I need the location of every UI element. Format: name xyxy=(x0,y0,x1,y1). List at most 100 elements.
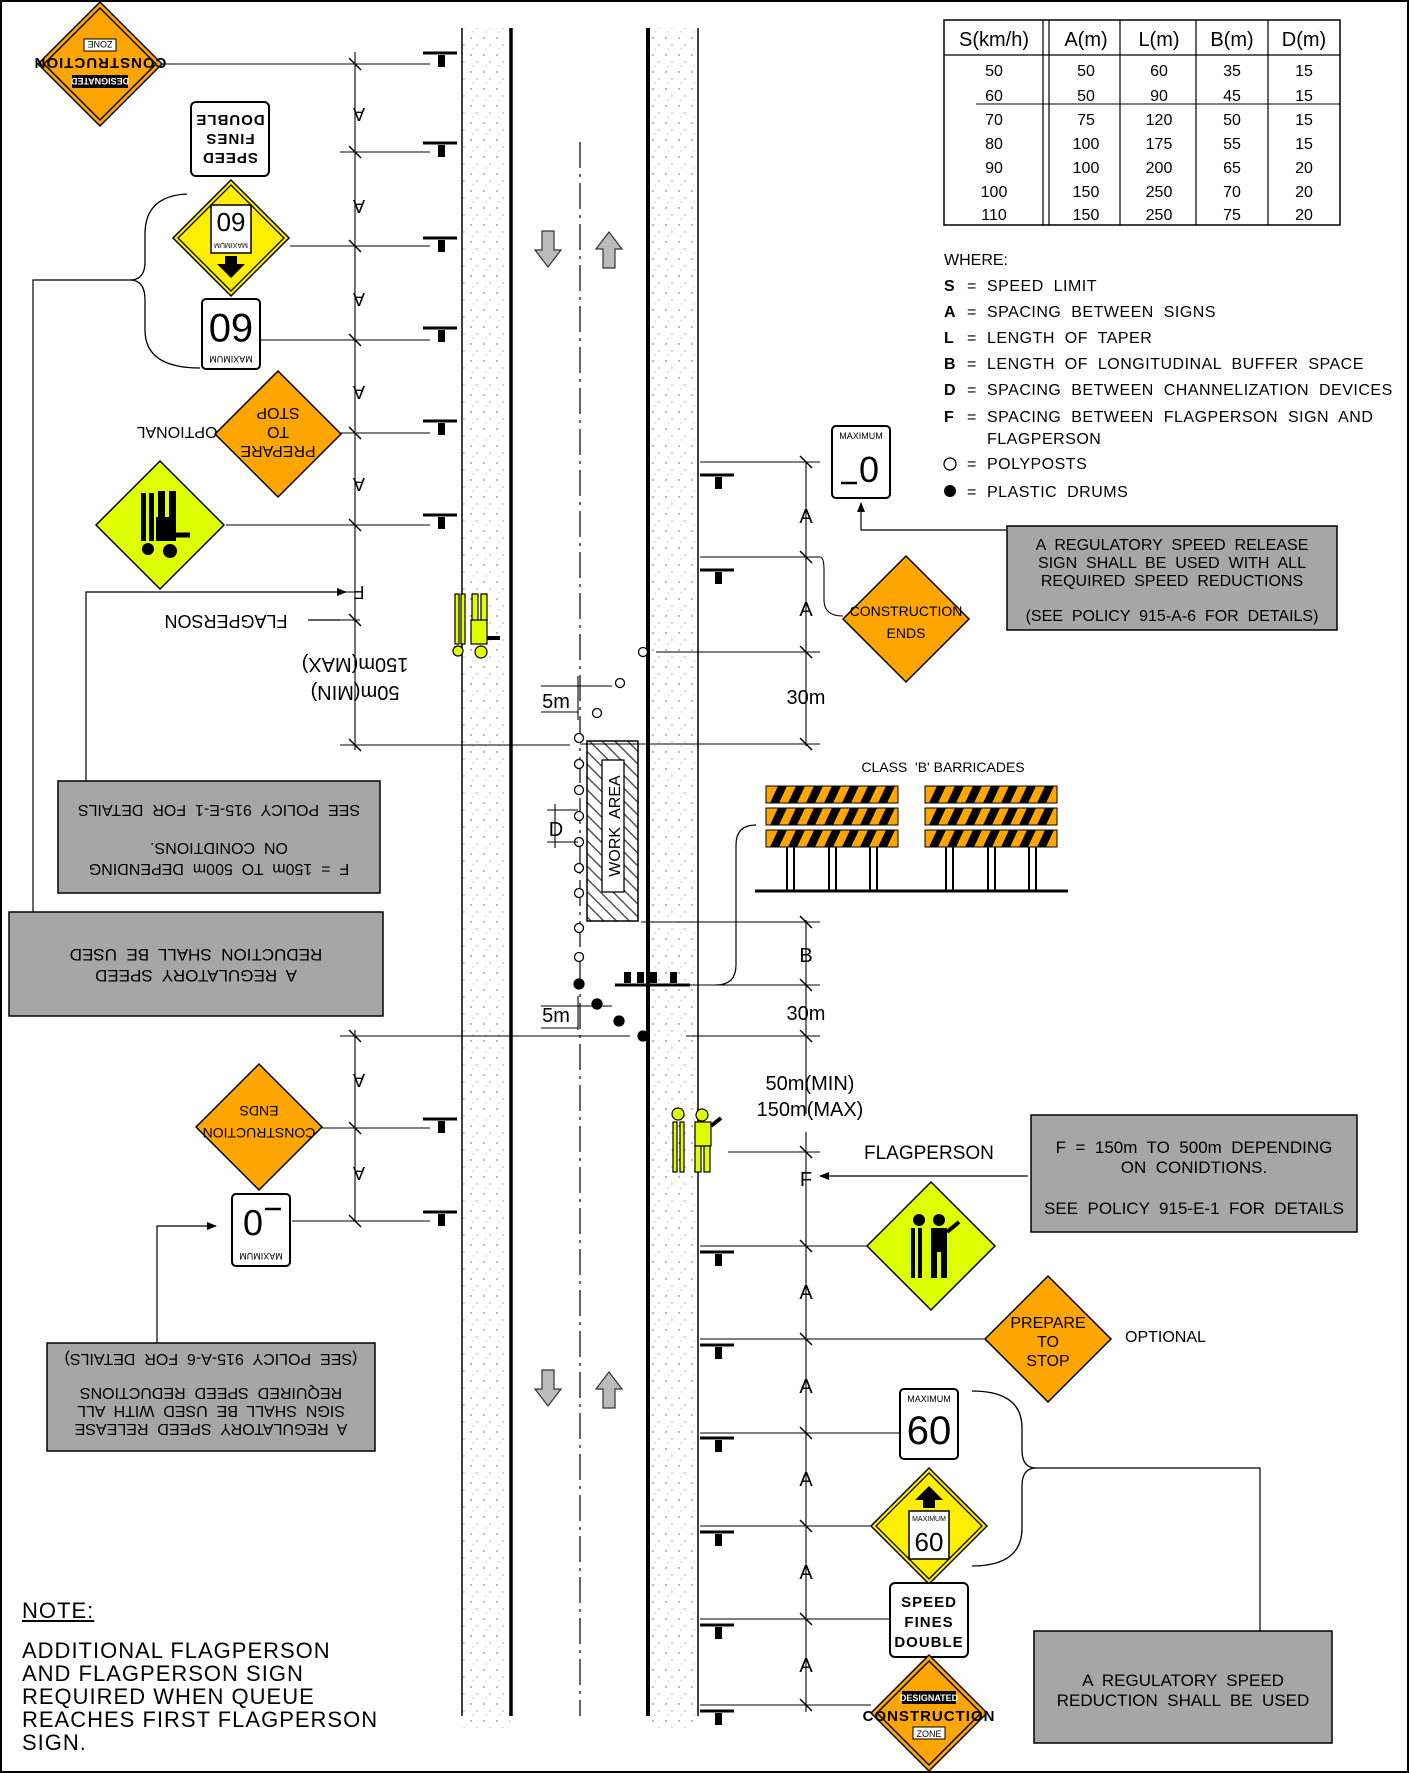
drum xyxy=(591,998,603,1010)
svg-text:=: = xyxy=(967,304,976,321)
spacing-table: S(km/h) A(m) L(m) B(m) D(m) 50 50 60 35 … xyxy=(943,19,1341,226)
drum xyxy=(613,1015,625,1027)
speed-fines-double-sign: SPEED FINES DOUBLE xyxy=(190,101,270,177)
svg-text:STOP: STOP xyxy=(256,404,299,421)
svg-text:REQUIRED SPEED REDUCTIONS: REQUIRED SPEED REDUCTIONS xyxy=(1041,573,1303,590)
dim-a-label: A xyxy=(353,382,365,402)
svg-text:90: 90 xyxy=(985,160,1003,177)
svg-text:250: 250 xyxy=(1146,207,1173,224)
leader-line xyxy=(32,279,130,912)
drum xyxy=(637,1030,649,1042)
dim-30m-label: 30m xyxy=(787,687,826,709)
channelization-devices xyxy=(573,646,649,1042)
arrow-up-icon xyxy=(594,231,624,269)
polypost xyxy=(614,677,626,689)
svg-text:60: 60 xyxy=(1150,63,1168,80)
right-dim-ticks xyxy=(799,455,813,1712)
svg-text:=: = xyxy=(967,330,976,347)
svg-text:B: B xyxy=(944,356,956,373)
svg-text:ZONE: ZONE xyxy=(916,1729,941,1739)
svg-text:15: 15 xyxy=(1295,112,1313,129)
svg-text:250: 250 xyxy=(1146,184,1173,201)
svg-text:60: 60 xyxy=(907,1409,952,1453)
note-line: REQUIRED WHEN QUEUE xyxy=(22,1684,315,1709)
svg-text:150: 150 xyxy=(1073,207,1100,224)
svg-text:PLASTIC DRUMS: PLASTIC DRUMS xyxy=(987,484,1128,501)
svg-text:70: 70 xyxy=(1223,184,1241,201)
table-header: A(m) xyxy=(1064,29,1107,51)
svg-text:CONSTRUCTION: CONSTRUCTION xyxy=(863,1708,996,1725)
svg-text:15: 15 xyxy=(1295,88,1313,105)
leader-arrow xyxy=(156,1222,217,1343)
svg-text:50: 50 xyxy=(1077,88,1095,105)
polypost xyxy=(573,951,585,963)
drum xyxy=(573,978,585,990)
svg-text:FINES: FINES xyxy=(205,130,254,147)
dim-a-label: A xyxy=(799,1562,813,1584)
svg-text:175: 175 xyxy=(1146,136,1173,153)
polypost-icon xyxy=(943,457,957,471)
svg-text:SPEED LIMIT: SPEED LIMIT xyxy=(987,278,1097,295)
polypost xyxy=(573,732,585,744)
leader-line xyxy=(715,824,757,986)
svg-text:=: = xyxy=(967,409,976,426)
svg-text:ON CONIDTIONS.: ON CONIDTIONS. xyxy=(150,839,288,856)
polypost xyxy=(573,784,585,796)
svg-text:=: = xyxy=(967,484,976,501)
svg-text:SPEED: SPEED xyxy=(202,149,258,166)
svg-text:ZONE: ZONE xyxy=(87,39,112,49)
svg-text:REDUCTION SHALL BE USED: REDUCTION SHALL BE USED xyxy=(70,945,323,964)
svg-text:0: 0 xyxy=(243,1202,263,1243)
maximum-speed-ahead-sign: MAXIMUM 60 xyxy=(171,178,291,298)
svg-text:CONSTRUCTION: CONSTRUCTION xyxy=(203,1125,316,1141)
svg-text:A REGULATORY SPEED RELEASE: A REGULATORY SPEED RELEASE xyxy=(1036,537,1309,554)
note-title: NOTE: xyxy=(22,1598,95,1623)
polypost xyxy=(573,758,585,770)
designated-construction-zone-sign: DESIGNATED CONSTRUCTION ZONE xyxy=(34,0,166,128)
f-range-note-box: F = 150m TO 500m DEPENDING ON CONIDTIONS… xyxy=(1030,1114,1358,1233)
svg-text:15: 15 xyxy=(1295,63,1313,80)
speed-release-sign: MAXIMUM 0 xyxy=(231,1193,291,1267)
svg-text:100: 100 xyxy=(1073,160,1100,177)
svg-text:=: = xyxy=(967,278,976,295)
designated-construction-zone-sign: DESIGNATED CONSTRUCTION ZONE xyxy=(863,1653,996,1773)
svg-text:SPEED: SPEED xyxy=(901,1594,957,1611)
svg-text:FINES: FINES xyxy=(904,1614,953,1631)
prepare-to-stop-sign: PREPARE TO STOP xyxy=(983,1274,1113,1404)
dim-a-label: A xyxy=(799,1376,813,1398)
right-dimension xyxy=(580,461,820,1712)
svg-text:SEE POLICY 915-E-1 FOR DET: SEE POLICY 915-E-1 FOR DETAILS xyxy=(78,801,360,818)
svg-text:MAXIMUM: MAXIMUM xyxy=(912,1516,946,1523)
polypost xyxy=(573,810,585,822)
svg-text:150: 150 xyxy=(1073,184,1100,201)
dim-a-label: A xyxy=(799,506,813,528)
dim-a-label: A xyxy=(353,289,365,309)
drum-icon xyxy=(944,485,956,497)
svg-text:60: 60 xyxy=(915,1527,944,1557)
legend: WHERE: S=SPEED LIMIT A=SPACING BETWEEN S… xyxy=(943,252,1392,501)
f-range-note-box: F = 150m TO 500m DEPENDING ON CONIDTIONS… xyxy=(57,780,381,894)
svg-text:LENGTH OF TAPER: LENGTH OF TAPER xyxy=(987,330,1152,347)
dim-a-label: A xyxy=(799,599,813,621)
flagperson-figure xyxy=(452,593,500,659)
svg-text:A: A xyxy=(944,304,956,321)
svg-text:ENDS: ENDS xyxy=(887,625,926,641)
svg-text:MAXIMUM: MAXIMUM xyxy=(839,431,883,441)
svg-text:75: 75 xyxy=(1077,112,1095,129)
svg-text:60: 60 xyxy=(985,88,1003,105)
svg-text:120: 120 xyxy=(1146,112,1173,129)
note-block: NOTE: ADDITIONAL FLAGPERSON AND FLAGPERS… xyxy=(22,1599,402,1754)
svg-text:20: 20 xyxy=(1295,184,1313,201)
speed-release-note-box: A REGULATORY SPEED RELEASE SIGN SHALL BE… xyxy=(46,1342,376,1452)
svg-text:200: 200 xyxy=(1146,160,1173,177)
svg-text:A REGULATORY SPEED RELEASE: A REGULATORY SPEED RELEASE xyxy=(75,1420,348,1437)
svg-text:PREPARE: PREPARE xyxy=(240,442,315,459)
svg-text:(SEE POLICY 915-A-6 FOR DE: (SEE POLICY 915-A-6 FOR DETAILS) xyxy=(1026,608,1319,625)
dim-min-label: 50m(MIN) xyxy=(311,681,400,703)
svg-text:=: = xyxy=(967,456,976,473)
svg-text:D: D xyxy=(944,382,956,399)
flagperson-label-upper: FLAGPERSON xyxy=(164,611,287,631)
dim-min-label: 50m(MIN) xyxy=(766,1073,855,1095)
svg-text:DOUBLE: DOUBLE xyxy=(894,1634,963,1651)
svg-text:0: 0 xyxy=(859,449,879,490)
